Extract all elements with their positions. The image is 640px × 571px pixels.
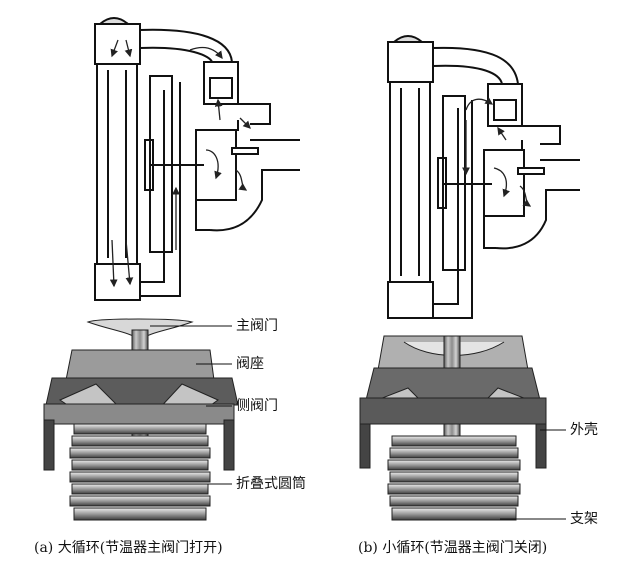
label-bracket: 支架	[570, 511, 598, 527]
label-main-valve: 主阀门	[236, 318, 278, 334]
label-housing: 外壳	[570, 422, 598, 438]
caption-b: (b) 小循环(节温器主阀门关闭)	[358, 540, 548, 556]
schematic-b-flow-arrows	[462, 97, 532, 207]
cutaway-closed	[359, 335, 547, 521]
label-side-valve: 侧阀门	[236, 398, 278, 414]
leader-lines-b	[500, 429, 566, 520]
schematic-large-cycle	[94, 17, 300, 301]
label-valve-seat: 阀座	[236, 356, 264, 372]
label-bellows: 折叠式圆筒	[236, 476, 306, 492]
schematic-small-cycle	[387, 35, 580, 319]
schematic-a-flow-arrows	[109, 39, 251, 288]
leader-lines-a	[150, 325, 232, 485]
caption-a: (a) 大循环(节温器主阀门打开)	[34, 540, 223, 556]
bellows-open	[69, 423, 211, 521]
bellows-closed	[387, 435, 521, 521]
cutaway-open	[43, 318, 239, 521]
